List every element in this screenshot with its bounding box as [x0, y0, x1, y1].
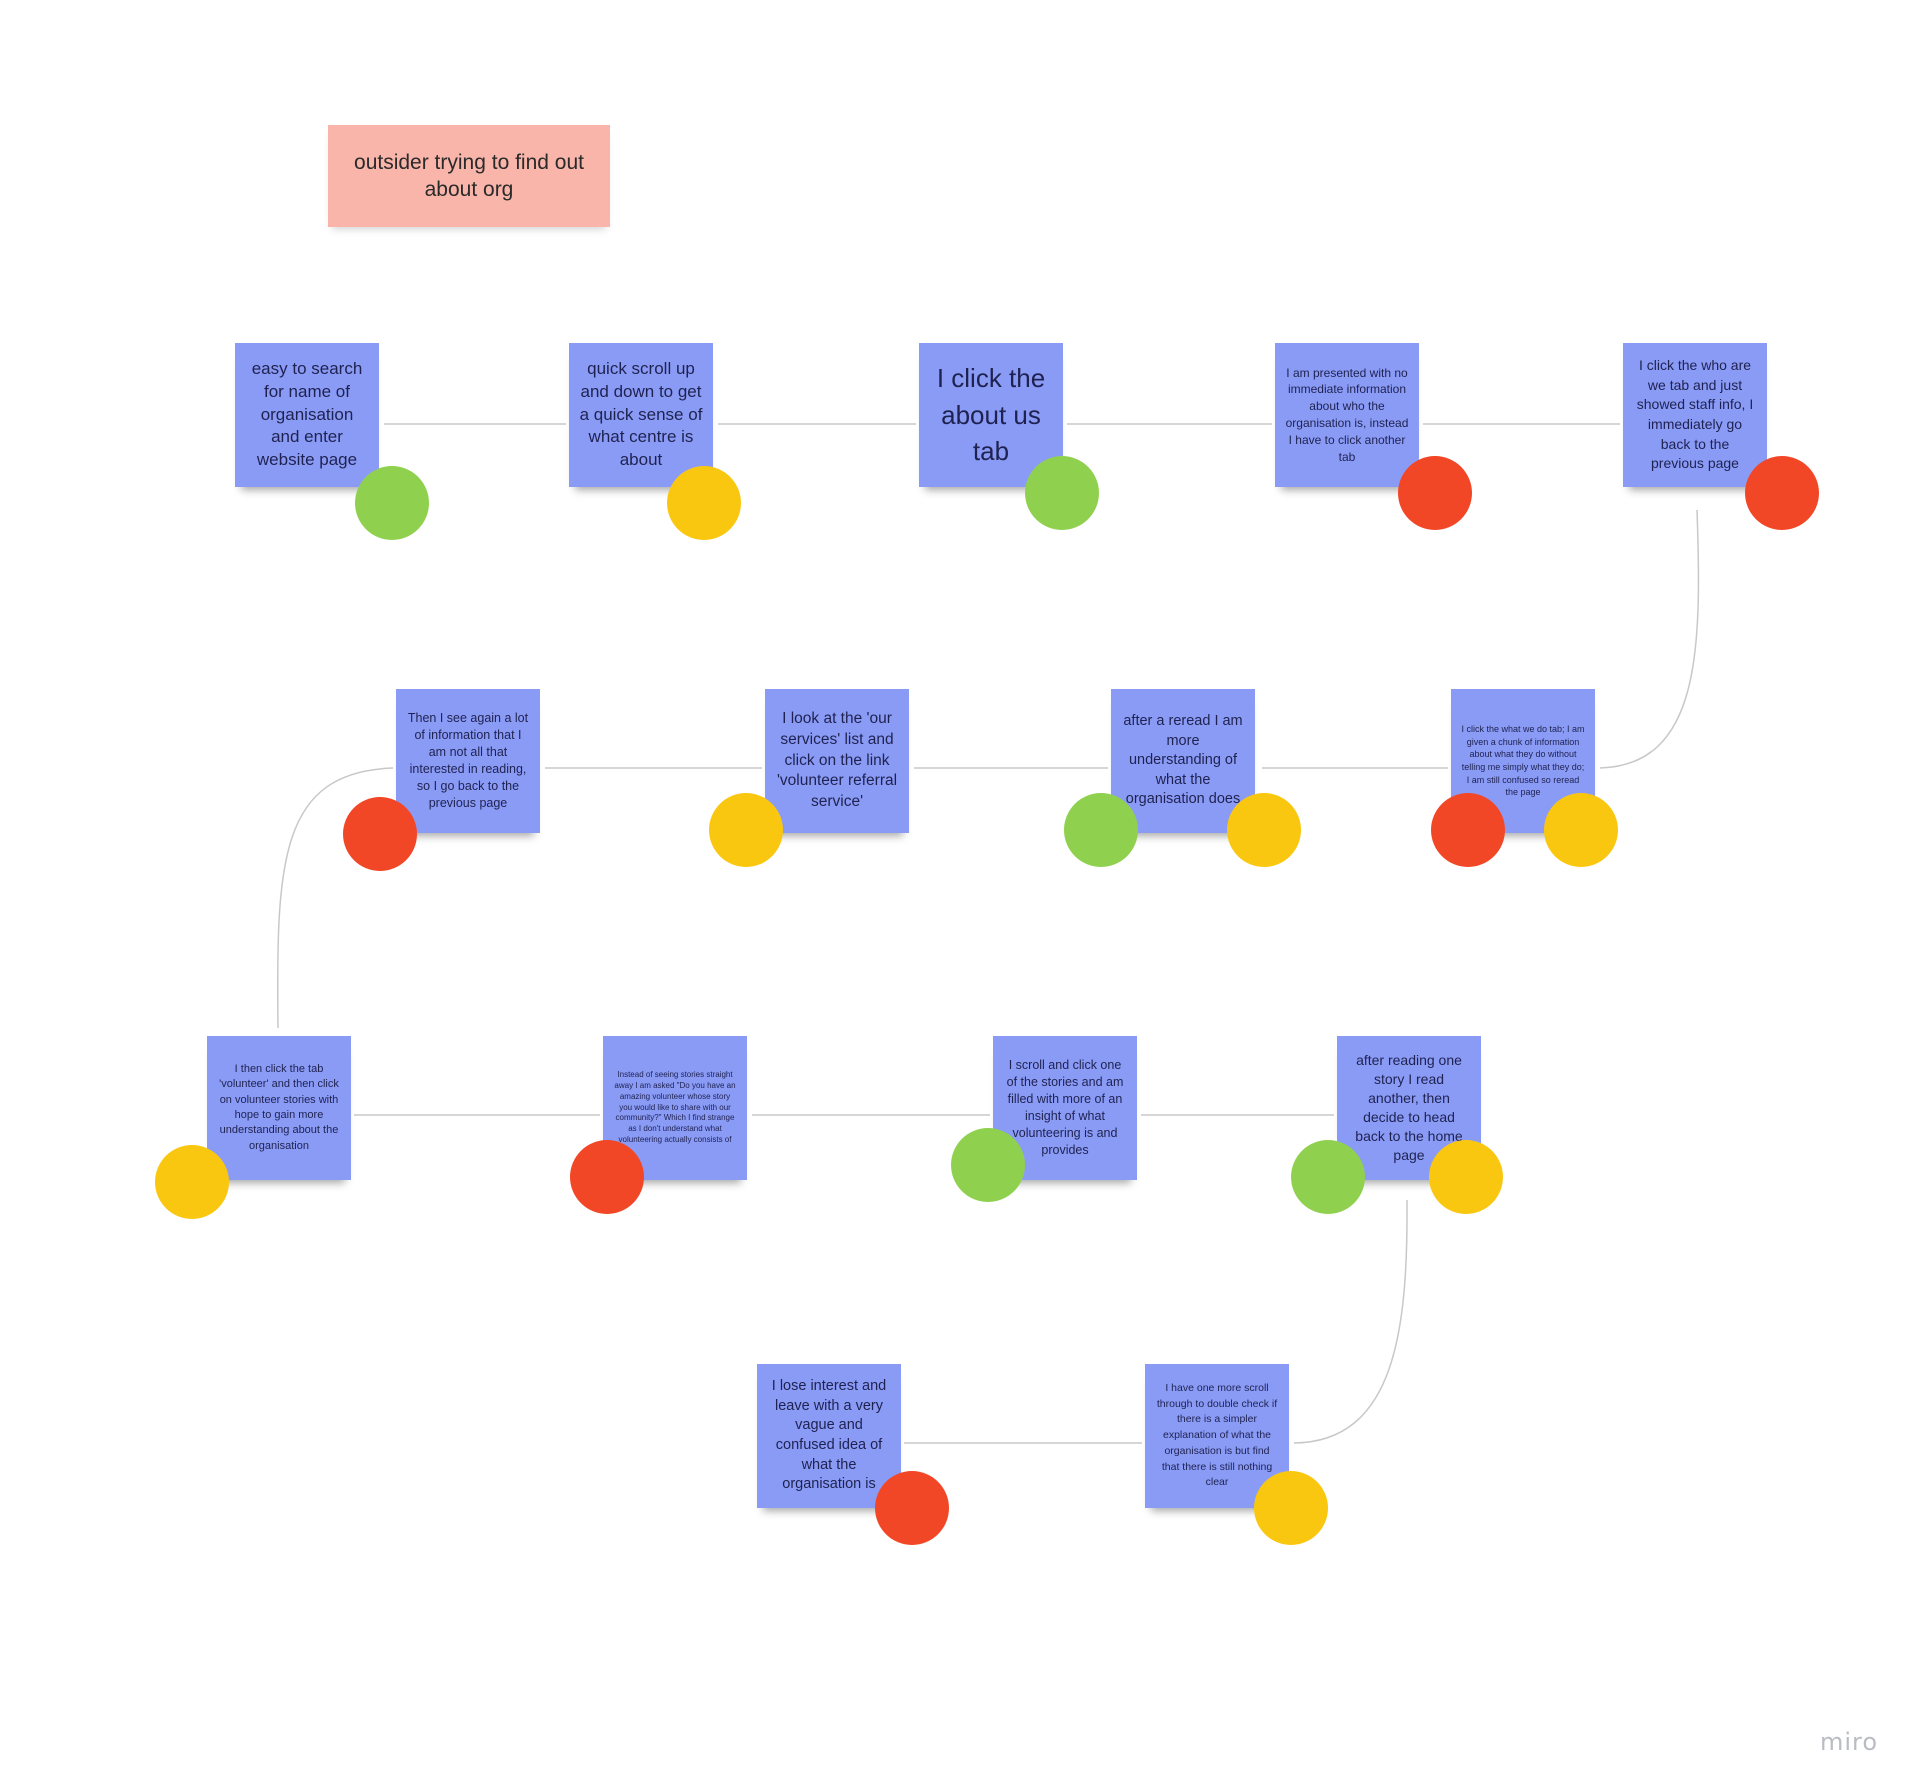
step-text: I click the what we do tab; I am given a… [1461, 724, 1585, 798]
rating-dot-green[interactable] [951, 1128, 1025, 1202]
connector [1293, 1199, 1408, 1444]
step-text: I click the about us tab [936, 363, 1046, 467]
journey-title-text: outsider trying to find out about org [354, 150, 584, 201]
rating-dot-green[interactable] [1064, 793, 1138, 867]
rating-dot-yellow[interactable] [667, 466, 741, 540]
step-sticky-4[interactable]: I am presented with no immediate informa… [1275, 343, 1419, 487]
rating-dot-red[interactable] [1398, 456, 1472, 530]
step-text: I look at the 'our services' list and cl… [776, 709, 898, 811]
step-sticky-13[interactable]: after reading one story I read another, … [1337, 1036, 1481, 1180]
rating-dot-red[interactable] [570, 1140, 644, 1214]
rating-dot-yellow[interactable] [1254, 1471, 1328, 1545]
rating-dot-red[interactable] [1431, 793, 1505, 867]
step-text: after reading one story I read another, … [1355, 1052, 1463, 1163]
rating-dot-yellow[interactable] [709, 793, 783, 867]
step-text: Then I see again a lot of information th… [407, 711, 529, 810]
step-text: easy to search for name of organisation … [251, 358, 363, 470]
step-sticky-1[interactable]: easy to search for name of organisation … [235, 343, 379, 487]
step-sticky-5[interactable]: I click the who are we tab and just show… [1623, 343, 1767, 487]
rating-dot-red[interactable] [343, 797, 417, 871]
rating-dot-green[interactable] [1291, 1140, 1365, 1214]
step-sticky-15[interactable]: I lose interest and leave with a very va… [757, 1364, 901, 1508]
rating-dot-yellow[interactable] [1429, 1140, 1503, 1214]
step-text: I have one more scroll through to double… [1156, 1381, 1278, 1489]
step-text: quick scroll up and down to get a quick … [579, 358, 703, 470]
rating-dot-yellow[interactable] [1544, 793, 1618, 867]
rating-dot-green[interactable] [1025, 456, 1099, 530]
step-sticky-2[interactable]: quick scroll up and down to get a quick … [569, 343, 713, 487]
step-text: I click the who are we tab and just show… [1636, 357, 1754, 472]
step-sticky-8[interactable]: I look at the 'our services' list and cl… [765, 689, 909, 833]
step-sticky-10[interactable]: I then click the tab 'volunteer' and the… [207, 1036, 351, 1180]
rating-dot-yellow[interactable] [155, 1145, 229, 1219]
miro-logo: miro [1820, 1728, 1879, 1756]
connector [1599, 509, 1700, 769]
step-text: I scroll and click one of the stories an… [1006, 1058, 1124, 1157]
step-text: Instead of seeing stories straight away … [614, 1070, 736, 1144]
journey-title-sticky[interactable]: outsider trying to find out about org [328, 125, 610, 227]
rating-dot-red[interactable] [1745, 456, 1819, 530]
rating-dot-red[interactable] [875, 1471, 949, 1545]
step-sticky-7[interactable]: after a reread I am more understanding o… [1111, 689, 1255, 833]
rating-dot-green[interactable] [355, 466, 429, 540]
step-text: I lose interest and leave with a very va… [771, 1378, 887, 1493]
step-text: I then click the tab 'volunteer' and the… [219, 1062, 339, 1152]
step-text: I am presented with no immediate informa… [1285, 365, 1409, 464]
rating-dot-yellow[interactable] [1227, 793, 1301, 867]
step-text: after a reread I am more understanding o… [1123, 713, 1243, 808]
step-sticky-9[interactable]: Then I see again a lot of information th… [396, 689, 540, 833]
